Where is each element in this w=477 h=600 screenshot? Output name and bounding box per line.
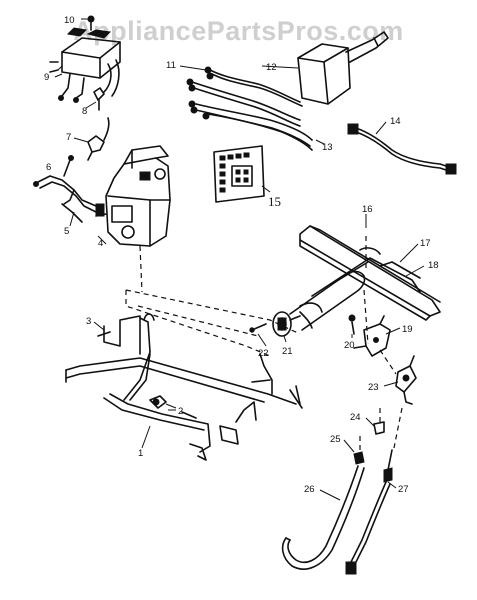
callout-1: 1 — [138, 448, 143, 459]
callout-7: 7 — [66, 132, 71, 143]
part-18-burner-tube — [289, 257, 421, 345]
callout-2: 2 — [178, 406, 183, 417]
part-9-transformer — [49, 27, 121, 103]
callout-18: 18 — [428, 260, 439, 271]
callout-17: 17 — [420, 238, 431, 249]
part-3-frame — [97, 289, 303, 409]
part-5-6-harness — [33, 155, 105, 223]
part-27-thermocouple — [345, 407, 403, 575]
callout-16: 16 — [362, 204, 373, 215]
part-8-clip — [85, 87, 105, 111]
callout-4: 4 — [98, 238, 103, 249]
part-10-screw — [87, 15, 95, 31]
callout-6: 6 — [46, 162, 51, 173]
leader-lines — [54, 18, 425, 501]
callout-25: 25 — [330, 434, 341, 445]
part-14-flex-line — [347, 123, 457, 175]
callout-24: 24 — [350, 412, 361, 423]
callout-15: 15 — [268, 194, 281, 209]
part-25-fitting — [353, 436, 365, 465]
part-7-wire-clip — [73, 117, 110, 161]
callout-3: 3 — [86, 316, 91, 327]
callout-14: 14 — [390, 116, 401, 127]
callout-11: 11 — [166, 60, 176, 71]
part-24-orifice — [373, 408, 385, 435]
callout-10: 10 — [64, 15, 75, 26]
watermark-text: AppliancePartsPros.com — [73, 16, 404, 46]
callout-5: 5 — [64, 226, 69, 237]
callout-26: 26 — [304, 484, 315, 495]
callout-9: 9 — [44, 72, 49, 83]
callout-23: 23 — [368, 382, 379, 393]
part-15-label-card — [213, 145, 271, 203]
part-21-shutter — [272, 311, 301, 337]
part-20-screw — [348, 314, 356, 335]
callout-21: 21 — [282, 346, 293, 357]
part-12-cover — [297, 31, 389, 105]
callout-19: 19 — [402, 324, 413, 335]
callout-labels: 10 9 8 7 6 5 4 11 12 13 14 15 16 17 18 1… — [44, 15, 439, 495]
part-26-pilot-tube — [281, 465, 365, 570]
callout-22: 22 — [258, 348, 269, 359]
callout-8: 8 — [82, 106, 87, 117]
part-4-gas-valve — [95, 145, 171, 293]
part-23-pilot — [379, 349, 417, 405]
part-2-connector — [149, 395, 177, 409]
callout-13: 13 — [322, 142, 333, 153]
part-11-wire — [186, 66, 303, 127]
part-17-burner — [299, 225, 441, 321]
part-13-wire-set — [188, 100, 313, 151]
callout-20: 20 — [344, 340, 355, 351]
part-19-bracket — [353, 315, 391, 357]
callout-27: 27 — [398, 484, 409, 495]
callout-12: 12 — [266, 62, 277, 73]
part-22-screw — [249, 323, 267, 333]
part-1-base-frame — [65, 351, 297, 461]
